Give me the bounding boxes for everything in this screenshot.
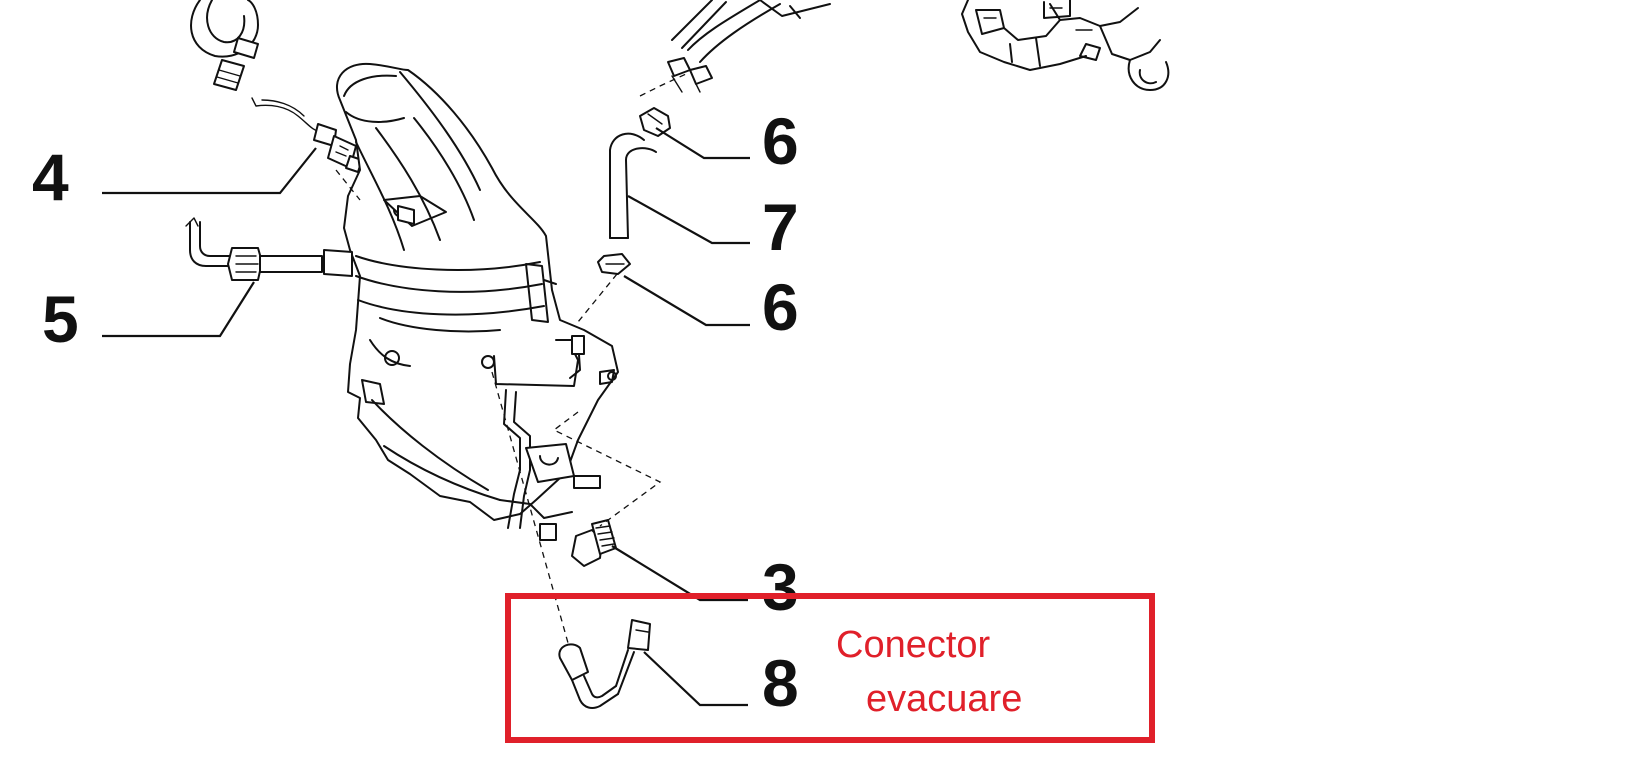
callout-6-top: 6 xyxy=(762,104,799,178)
lambda-sensor xyxy=(251,97,363,173)
exhaust-connector xyxy=(558,619,651,709)
hose-and-clamps xyxy=(597,107,671,275)
callout-7: 7 xyxy=(762,190,799,264)
leader-lines xyxy=(102,127,750,707)
highlight-box xyxy=(505,593,1155,743)
mounting-bracket xyxy=(493,335,617,541)
clamp-top-left xyxy=(190,0,259,91)
callout-4: 4 xyxy=(32,140,69,214)
highlight-label-line2: evacuare xyxy=(866,678,1022,720)
bolt xyxy=(571,519,617,567)
highlight-label-line1: Conector xyxy=(836,624,991,666)
callout-3: 3 xyxy=(762,550,799,624)
pipe-assembly-top xyxy=(667,0,831,93)
callout-5: 5 xyxy=(42,282,79,356)
callout-8: 8 xyxy=(762,646,799,720)
temperature-sensor xyxy=(185,217,323,281)
assembly-guides xyxy=(335,73,687,651)
callout-6-bottom: 6 xyxy=(762,270,799,344)
thermostat-housing xyxy=(961,0,1170,91)
particulate-filter-body xyxy=(323,62,619,521)
